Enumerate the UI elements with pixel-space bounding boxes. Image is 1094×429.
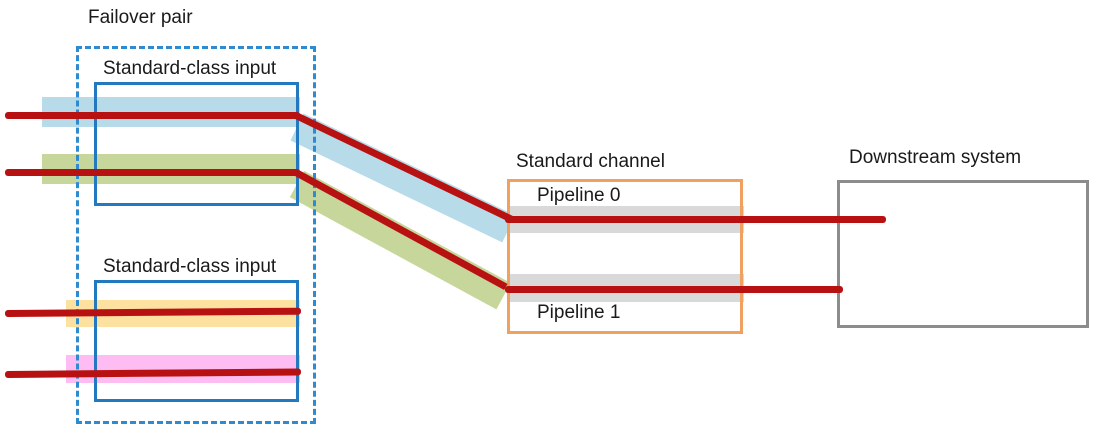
- standard-class-input-box-top: [94, 82, 299, 206]
- standard-class-input-box-bottom: [94, 280, 299, 402]
- downstream-system-box: [837, 180, 1089, 328]
- standard-channel-label: Standard channel: [516, 151, 665, 172]
- flow-line-blue-horizontal: [5, 112, 300, 119]
- pipeline-1-label: Pipeline 1: [537, 302, 621, 323]
- standard-class-input-label-top: Standard-class input: [103, 58, 277, 79]
- failover-pair-label: Failover pair: [88, 7, 193, 28]
- flow-line-green-horizontal: [5, 169, 300, 176]
- flow-line-pipeline-1-out: [505, 286, 843, 293]
- failover-pair-boundary: [76, 46, 316, 424]
- standard-class-input-label-bottom: Standard-class input: [103, 256, 277, 277]
- standard-channel-box: [507, 179, 743, 334]
- downstream-system-label: Downstream system: [849, 147, 1022, 168]
- flow-line-pipeline-0-out: [505, 216, 886, 223]
- pipeline-0-label: Pipeline 0: [537, 185, 621, 206]
